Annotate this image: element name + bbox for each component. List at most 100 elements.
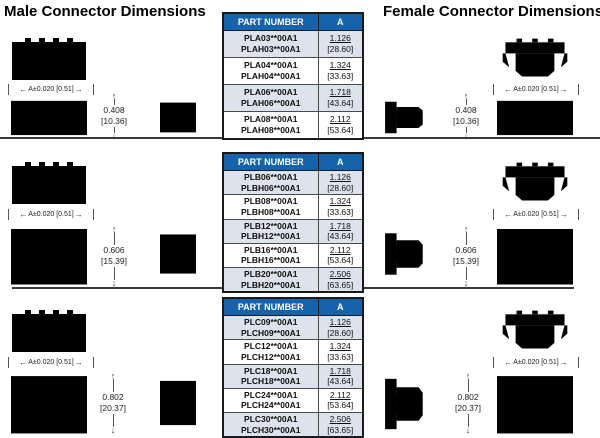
part-number-primary: PLB06**00A1: [244, 172, 298, 182]
width-dimension: ← A±0.020 [0.51] →: [8, 357, 94, 368]
dim-a-inches: 2.506: [329, 414, 351, 424]
part-number-alt: PLBH12**00A1: [240, 231, 301, 242]
part-number-alt: PLCH12**00A1: [240, 351, 301, 362]
dim-a-mm: [33.63]: [327, 351, 354, 362]
dim-a-inches: 1.324: [329, 196, 351, 207]
dim-a-mm: [28.60]: [327, 44, 354, 54]
arrow-left-icon: ←: [504, 84, 513, 94]
height-dimension-mm: [20.37]: [100, 403, 126, 413]
female-top-view: [502, 162, 568, 201]
dim-a-inches: 2.112: [329, 244, 351, 255]
female-top-view: [502, 38, 568, 77]
part-number-primary: PLB16**00A1: [244, 244, 298, 255]
arrow-left-icon: ←: [19, 84, 28, 94]
arrow-left-icon: ←: [504, 357, 513, 367]
table-header-part-number: PART NUMBER: [222, 152, 319, 171]
width-dimension: ← A±0.020 [0.51] →: [493, 357, 579, 368]
dim-a-mm: [53.64]: [327, 255, 354, 266]
male-top-view: [12, 310, 86, 352]
arrow-left-icon: ←: [19, 209, 28, 219]
height-dimension-inches: 0.408: [455, 105, 477, 116]
width-dimension-label: A±0.020 [0.51]: [28, 359, 74, 366]
height-dimension-mm: [20.37]: [455, 403, 481, 413]
dim-a-mm: [28.60]: [327, 182, 354, 193]
width-dimension: ← A±0.020 [0.51] →: [493, 209, 579, 220]
dimension-line: [112, 413, 114, 427]
dimension-line: [465, 126, 467, 133]
table-header-part-number: PART NUMBER: [222, 12, 319, 31]
part-number-primary: PLA03**00A1: [244, 33, 298, 44]
dim-a-mm: [33.63]: [327, 71, 354, 81]
arrow-right-icon: →: [74, 357, 83, 367]
arrow-up-icon: ↑: [463, 224, 469, 234]
arrow-down-icon: ↓: [111, 131, 117, 141]
dim-a-inches: 1.324: [329, 60, 351, 71]
dim-a-mm: [53.64]: [327, 400, 354, 411]
dimension-line: [113, 232, 115, 246]
part-number-primary: PLC24**00A1: [244, 389, 298, 400]
dim-a-inches: 1.718: [329, 365, 351, 376]
table-header-a: A: [317, 297, 364, 316]
width-dimension-label: A±0.020 [0.51]: [513, 211, 559, 218]
dim-a-mm: [43.64]: [327, 376, 354, 387]
arrow-down-icon: ↓: [110, 425, 116, 435]
part-number-alt: PLAH06**00A1: [240, 98, 301, 108]
arrow-right-icon: →: [74, 84, 83, 94]
height-dimension-inches: 0.606: [455, 245, 477, 256]
width-dimension: ← A±0.020 [0.51] →: [8, 84, 94, 95]
width-dimension-label: A±0.020 [0.51]: [28, 211, 74, 218]
male-side-view: [160, 102, 196, 133]
height-dimension-inches: 0.802: [102, 392, 124, 403]
part-number-primary: PLC09**00A1: [244, 317, 298, 327]
part-number-alt: PLAH08**00A1: [240, 125, 301, 135]
part-number-alt: PLAH03**00A1: [240, 44, 301, 54]
dim-a-mm: [63.65]: [327, 424, 354, 435]
dimension-line: [113, 266, 115, 280]
dim-a-inches: 2.506: [329, 269, 351, 279]
part-number-primary: PLB12**00A1: [244, 220, 298, 231]
dim-a-mm: [43.64]: [327, 98, 354, 108]
male-front-view: [11, 229, 87, 285]
dim-a-mm: [28.60]: [327, 327, 354, 338]
part-number-alt: PLBH16**00A1: [240, 255, 301, 266]
arrow-up-icon: ↑: [463, 91, 469, 101]
dim-a-inches: 1.718: [329, 220, 351, 231]
part-number-alt: PLBH06**00A1: [240, 182, 301, 193]
dim-a-inches: 1.718: [329, 87, 351, 98]
arrow-down-icon: ↓: [463, 278, 469, 288]
height-dimension: ↑ 0.606 [15.39] ↓: [96, 225, 132, 288]
height-dimension-inches: 0.408: [103, 105, 125, 116]
arrow-down-icon: ↓: [465, 425, 471, 435]
dim-a-inches: 1.126: [329, 317, 351, 327]
part-number-alt: PLCH18**00A1: [240, 376, 301, 387]
arrow-up-icon: ↑: [111, 91, 117, 101]
part-number-primary: PLB20**00A1: [244, 269, 298, 279]
arrow-left-icon: ←: [504, 209, 513, 219]
table-header-a: A: [317, 12, 364, 31]
width-dimension-label: A±0.020 [0.51]: [513, 86, 559, 93]
arrow-right-icon: →: [74, 209, 83, 219]
dim-a-mm: [53.64]: [327, 125, 354, 135]
part-number-primary: PLA08**00A1: [244, 114, 298, 125]
dimension-line: [113, 99, 115, 106]
height-dimension: ↑ 0.408 [10.36] ↓: [96, 91, 132, 141]
dim-a-inches: 2.112: [329, 389, 351, 400]
male-top-view: [12, 38, 86, 80]
arrow-right-icon: →: [559, 209, 568, 219]
dim-a-inches: 1.126: [329, 33, 351, 44]
height-dimension: ↑ 0.408 [10.36] ↓: [448, 91, 484, 141]
dim-a-mm: [63.65]: [327, 279, 354, 290]
arrow-down-icon: ↓: [463, 131, 469, 141]
arrow-up-icon: ↑: [110, 371, 116, 381]
part-number-alt: PLBH20**00A1: [240, 279, 301, 290]
